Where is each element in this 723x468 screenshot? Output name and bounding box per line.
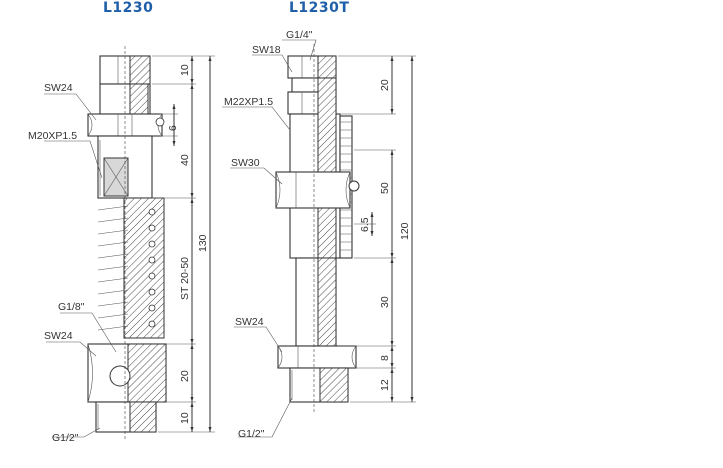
dim-l-20: 20 bbox=[179, 370, 191, 382]
l1230t-drawing bbox=[222, 39, 416, 438]
dim-l-stroke: ST 20-50 bbox=[179, 257, 191, 300]
dim-r-30: 30 bbox=[379, 296, 391, 308]
label-m20xp1-5: M20XP1.5 bbox=[28, 130, 77, 142]
title-l1230t: L1230T bbox=[289, 0, 350, 16]
dim-r-6-5: 6.5 bbox=[359, 217, 371, 232]
dim-l-40: 40 bbox=[179, 154, 191, 166]
dim-l-130: 130 bbox=[197, 234, 209, 252]
dim-r-20: 20 bbox=[379, 79, 391, 91]
dim-l-10-top: 10 bbox=[179, 64, 191, 76]
title-l1230: L1230 bbox=[103, 0, 154, 16]
dim-l-6: 6 bbox=[167, 125, 179, 131]
label-g1-8: G1/8" bbox=[58, 301, 85, 313]
dim-r-8: 8 bbox=[379, 355, 391, 361]
dim-r-50: 50 bbox=[379, 182, 391, 194]
label-sw24-lower: SW24 bbox=[44, 330, 73, 342]
label-g1-2-right: G1/2" bbox=[238, 428, 265, 440]
label-m22xp1-5: M22XP1.5 bbox=[224, 96, 273, 108]
label-g1-2-left: G1/2" bbox=[52, 432, 79, 444]
dim-r-120: 120 bbox=[399, 222, 411, 240]
dim-r-12: 12 bbox=[379, 379, 391, 391]
label-sw18: SW18 bbox=[252, 44, 281, 56]
dim-l-10-bottom: 10 bbox=[179, 412, 191, 424]
label-sw24-right: SW24 bbox=[235, 316, 264, 328]
label-sw30: SW30 bbox=[231, 157, 260, 169]
label-sw24-upper: SW24 bbox=[44, 82, 73, 94]
label-g1-4: G1/4" bbox=[286, 29, 313, 41]
l1230-drawing bbox=[44, 46, 215, 440]
